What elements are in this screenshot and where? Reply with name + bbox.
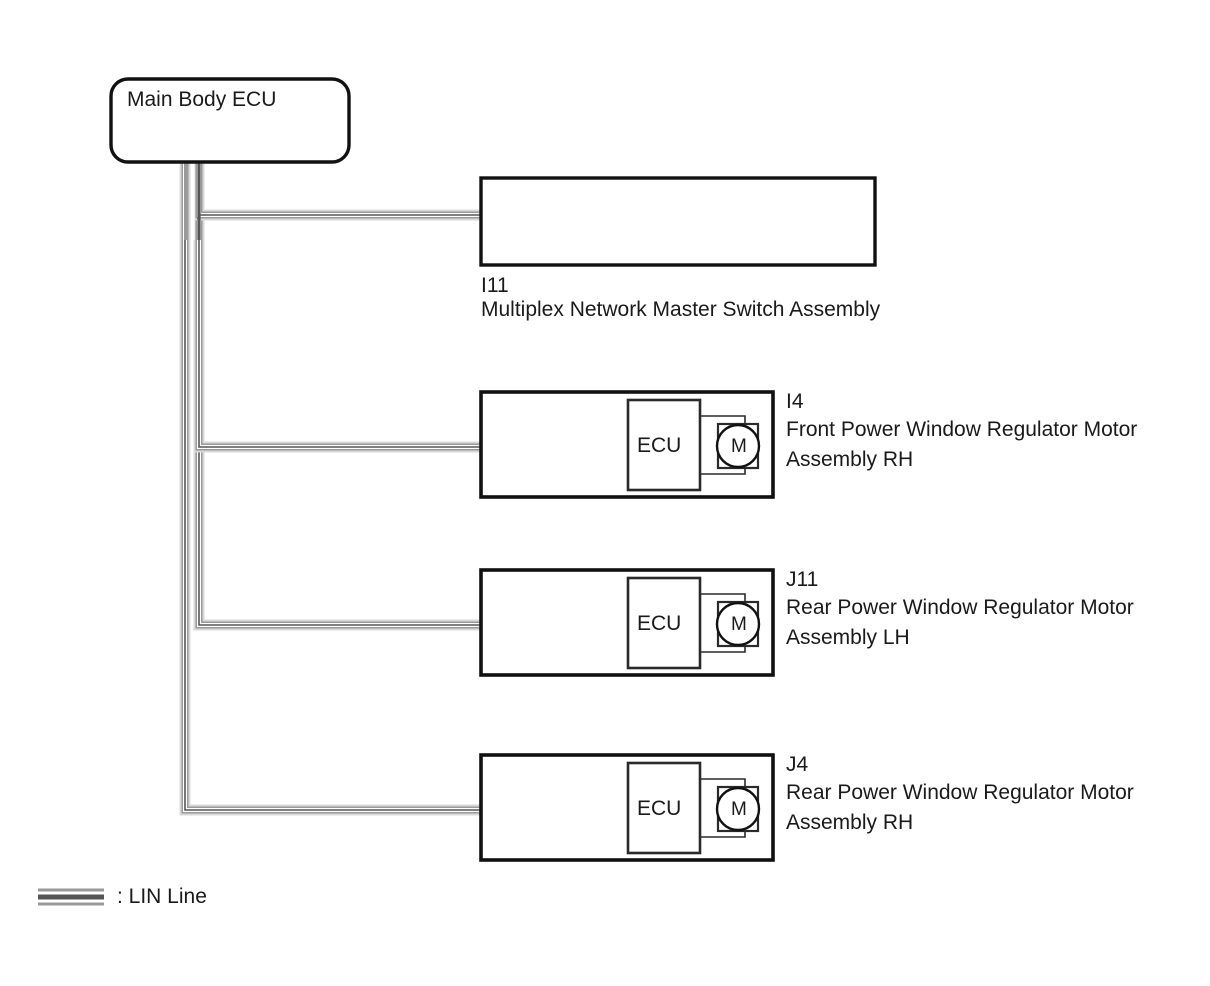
node-box-i4[interactable] xyxy=(479,390,775,499)
main-body-ecu-box[interactable] xyxy=(109,77,351,164)
lin-branch-j11 xyxy=(193,162,487,631)
node-box-j11[interactable] xyxy=(479,568,775,677)
main-body-ecu-label: Main Body ECU xyxy=(127,88,277,111)
node-label-i11-code: I11 xyxy=(481,274,509,297)
node-label-j11-code: J11 xyxy=(786,568,819,591)
node-label-i4-name: Front Power Window Regulator Motor Assem… xyxy=(786,418,1138,471)
node-label-j11-name: Rear Power Window Regulator Motor Assemb… xyxy=(786,596,1134,649)
lin-branch-i4 xyxy=(193,162,487,453)
lin-branch-j4 xyxy=(179,162,487,816)
lin-bus-network xyxy=(179,160,487,816)
legend-label: : LIN Line xyxy=(117,885,207,908)
lin-trunk-stub xyxy=(184,160,201,240)
inner-ecu-label-i4: ECU xyxy=(637,434,682,457)
inner-ecu-label-j11: ECU xyxy=(637,612,682,635)
node-box-j4[interactable] xyxy=(479,753,775,862)
node-label-j4-code: J4 xyxy=(786,753,809,776)
legend-lin-swatch-icon xyxy=(38,888,104,906)
inner-ecu-label-j4: ECU xyxy=(637,797,682,820)
node-label-j4-name: Rear Power Window Regulator Motor Assemb… xyxy=(786,781,1134,834)
motor-symbol-label-j4: M xyxy=(731,799,747,820)
lin-branch-i11 xyxy=(193,162,487,221)
motor-symbol-label-j11: M xyxy=(731,614,747,635)
node-label-i11-name: Multiplex Network Master Switch Assembly xyxy=(481,298,881,321)
node-box-i11[interactable] xyxy=(479,176,877,267)
node-label-i4-code: I4 xyxy=(786,390,804,413)
motor-symbol-label-i4: M xyxy=(731,436,747,457)
